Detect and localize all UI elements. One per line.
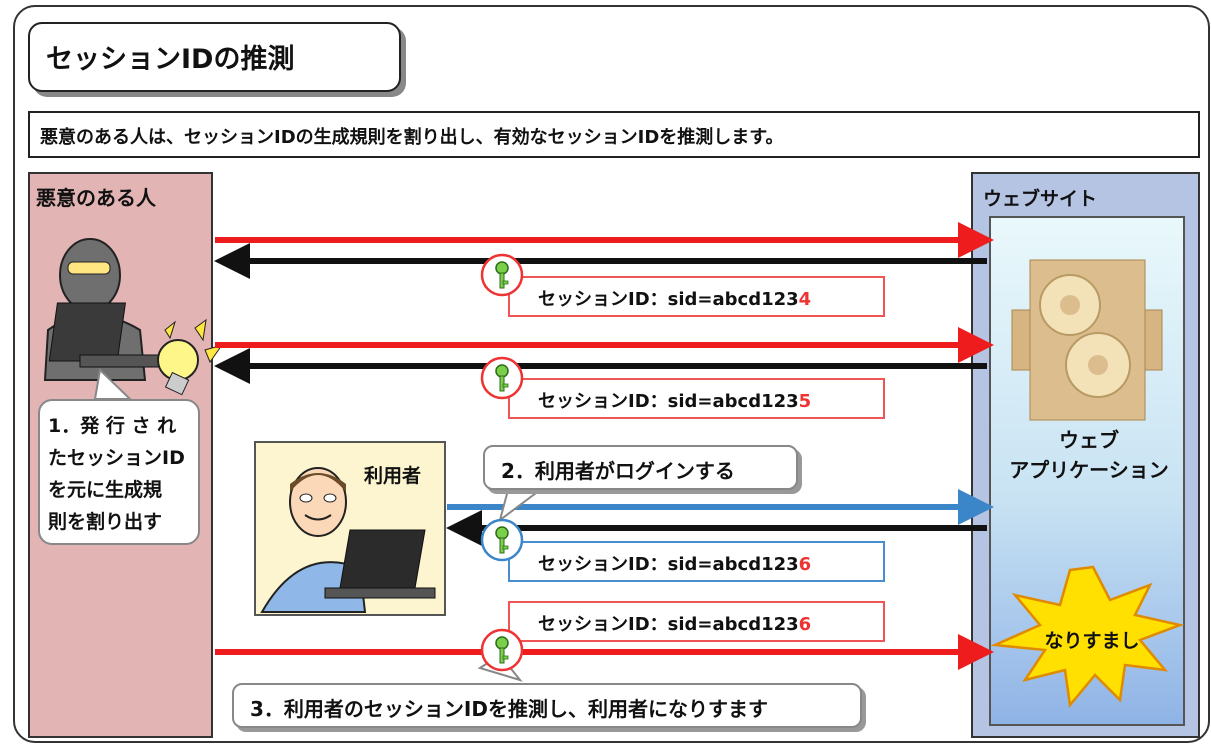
speech-line-3: を元に生成規 bbox=[48, 479, 163, 501]
session-id-text: セッションID：sid=abcd123 bbox=[538, 391, 799, 412]
step2-text: 2．利用者がログインする bbox=[501, 459, 735, 483]
title-box: セッションIDの推測 bbox=[28, 22, 401, 92]
session-id-text: セッションID：sid=abcd123 bbox=[538, 614, 799, 635]
speech-line-2: たセッションID bbox=[48, 447, 185, 469]
session-id-box-2: セッションID：sid=abcd1235 bbox=[508, 378, 885, 419]
session-id-text: セッションID：sid=abcd123 bbox=[538, 289, 799, 310]
session-id-box-1: セッションID：sid=abcd1234 bbox=[508, 276, 885, 317]
user-label: 利用者 bbox=[364, 465, 422, 487]
impersonation-label: なりすまし bbox=[1044, 630, 1140, 652]
session-id-digit: 5 bbox=[798, 391, 812, 412]
attacker-illustration bbox=[43, 238, 176, 381]
key-icon bbox=[480, 518, 524, 562]
attacker-label: 悪意のある人 bbox=[36, 186, 156, 210]
web-application-label-line1: ウェブ bbox=[1059, 428, 1119, 452]
step2-callout: 2．利用者がログインする bbox=[483, 445, 798, 490]
attacker-speech-bubble: 1．発 行 さ れ たセッションID を元に生成規 則を割り出す bbox=[38, 399, 200, 545]
session-id-box-4: セッションID：sid=abcd1236 bbox=[508, 601, 885, 642]
speech-line-1: 1．発 行 さ れ bbox=[48, 415, 177, 437]
speech-line-4: 則を割り出す bbox=[48, 511, 163, 533]
session-id-digit: 6 bbox=[798, 554, 812, 575]
step3-callout: 3．利用者のセッションIDを推測し、利用者になりすます bbox=[232, 683, 862, 728]
session-id-digit: 6 bbox=[798, 614, 812, 635]
impersonation-label-wrap: なりすまし bbox=[1012, 626, 1172, 656]
impersonation-burst bbox=[990, 565, 1185, 708]
subtitle: 悪意のある人は、セッションIDの生成規則を割り出し、有効なセッションIDを推測し… bbox=[40, 127, 784, 148]
session-id-box-3: セッションID：sid=abcd1236 bbox=[508, 541, 885, 582]
diagram-frame bbox=[13, 5, 1210, 743]
web-application-label-line2: アプリケーション bbox=[1009, 458, 1169, 482]
session-id-digit: 4 bbox=[798, 289, 812, 310]
website-label: ウェブサイト bbox=[983, 188, 1098, 210]
session-id-text: セッションID：sid=abcd123 bbox=[538, 554, 799, 575]
step3-text: 3．利用者のセッションIDを推測し、利用者になりすます bbox=[250, 697, 768, 721]
page-title: セッションIDの推測 bbox=[46, 44, 295, 75]
subtitle-box: 悪意のある人は、セッションIDの生成規則を割り出し、有効なセッションIDを推測し… bbox=[28, 111, 1200, 158]
gears-icon bbox=[1011, 259, 1163, 421]
